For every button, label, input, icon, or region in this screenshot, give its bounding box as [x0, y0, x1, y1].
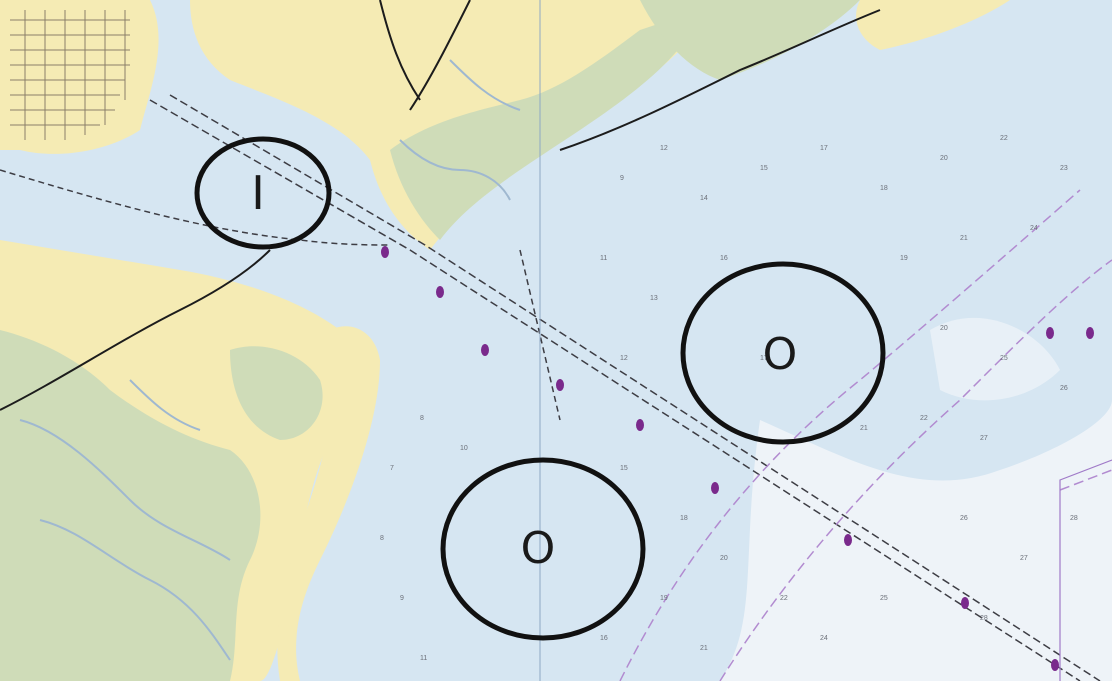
marsh-northeast: [640, 0, 860, 80]
svg-text:9: 9: [400, 595, 404, 602]
marker-o-south-label: O: [520, 523, 556, 574]
svg-text:12: 12: [660, 145, 668, 152]
svg-text:15: 15: [620, 465, 628, 472]
svg-text:26: 26: [960, 515, 968, 522]
deep-water-area: [720, 400, 1112, 681]
deep-water-patch: [930, 317, 1060, 401]
svg-text:13: 13: [650, 295, 658, 302]
svg-text:28: 28: [1070, 515, 1078, 522]
svg-text:15: 15: [760, 165, 768, 172]
annotation-rings: [194, 136, 886, 641]
barrier-spit: [277, 326, 380, 681]
svg-text:21: 21: [700, 645, 708, 652]
land-northeast: [856, 0, 1010, 50]
svg-text:27: 27: [980, 435, 988, 442]
navigation-buoys: [381, 246, 1094, 671]
svg-text:26: 26: [1060, 385, 1068, 392]
marker-i-label: I: [251, 166, 265, 220]
boundary-lines: [619, 189, 1112, 681]
svg-text:19: 19: [660, 595, 668, 602]
svg-text:14: 14: [700, 195, 708, 202]
ring-marker-o-east: [680, 261, 886, 445]
shipping-channel: [149, 94, 1101, 681]
svg-text:20: 20: [940, 155, 948, 162]
svg-text:22: 22: [780, 595, 788, 602]
marsh-creeks: [19, 59, 521, 661]
svg-text:20: 20: [940, 325, 948, 332]
svg-text:20: 20: [720, 555, 728, 562]
svg-text:25: 25: [880, 595, 888, 602]
restricted-area-outline: [1059, 459, 1112, 681]
svg-text:17: 17: [820, 145, 828, 152]
svg-text:18: 18: [680, 515, 688, 522]
roads: [0, 0, 881, 411]
svg-text:24: 24: [1030, 225, 1038, 232]
svg-text:16: 16: [600, 635, 608, 642]
svg-text:21: 21: [860, 425, 868, 432]
svg-text:11: 11: [600, 255, 607, 262]
marsh-west: [0, 330, 261, 681]
land-town: [0, 0, 159, 154]
svg-text:25: 25: [1000, 355, 1008, 362]
svg-text:22: 22: [1000, 135, 1008, 142]
marker-o-east-label: O: [762, 329, 798, 380]
svg-text:8: 8: [420, 415, 424, 422]
secondary-channel: [519, 249, 561, 421]
ring-marker-i: [194, 136, 332, 250]
svg-text:23: 23: [1060, 165, 1068, 172]
svg-text:8: 8: [380, 535, 384, 542]
svg-text:18: 18: [880, 185, 888, 192]
svg-text:24: 24: [820, 635, 828, 642]
svg-text:17: 17: [760, 355, 768, 362]
svg-text:21: 21: [960, 235, 968, 242]
svg-text:16: 16: [720, 255, 728, 262]
svg-text:11: 11: [420, 655, 427, 662]
svg-text:27: 27: [1020, 555, 1028, 562]
inland-channel: [0, 169, 391, 246]
svg-text:12: 12: [620, 355, 628, 362]
svg-text:22: 22: [920, 415, 928, 422]
depth-soundings: 9 12 14 15 17 18 20 22 23 11 13 16 19 21 24 20 25 26…: [380, 135, 1078, 662]
marsh-north: [390, 10, 700, 240]
svg-text:7: 7: [390, 465, 394, 472]
svg-text:19: 19: [900, 255, 908, 262]
svg-text:9: 9: [620, 175, 624, 182]
svg-text:10: 10: [460, 445, 468, 452]
ring-marker-o-south: [440, 457, 646, 641]
svg-text:28: 28: [980, 615, 988, 622]
town-street-grid: [10, 10, 130, 140]
marsh-inlet: [230, 346, 323, 440]
